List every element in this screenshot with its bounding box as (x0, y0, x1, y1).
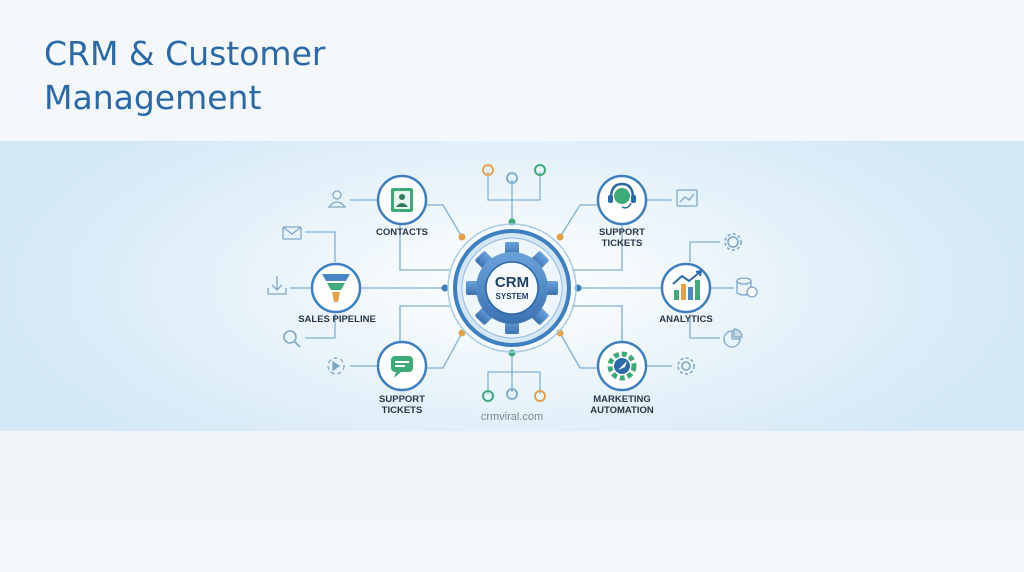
pie-chart-icon (723, 328, 743, 348)
connector-lines (290, 172, 734, 394)
funnel-icon (322, 274, 350, 302)
label-contacts: CONTACTS (376, 227, 428, 238)
line-contacts-hub (425, 204, 463, 238)
chart-icon (676, 189, 698, 207)
node-analytics: ANALYTICS (659, 262, 713, 325)
label-marketing-1: MARKETING (593, 394, 651, 405)
line-support-bottom-hub (425, 332, 463, 369)
settings-gear-icon (724, 233, 742, 251)
gear-rocket-icon (607, 351, 637, 381)
bottom-area (0, 431, 1024, 572)
label-support-top-2: TICKETS (602, 238, 643, 249)
node-support-tickets-top: SUPPORT TICKETS (596, 174, 648, 249)
sync-icon (327, 357, 345, 375)
label-support-bottom-2: TICKETS (382, 405, 423, 416)
node-contacts: CONTACTS (376, 174, 428, 238)
gear-icon-small (677, 357, 695, 375)
node-marketing-automation: MARKETING AUTOMATION (590, 340, 654, 416)
line-marketing-hub-2 (572, 305, 623, 345)
title-line-1: CRM & Customer (44, 34, 326, 73)
hub-label-1: CRM (495, 274, 529, 291)
line-contacts-hub-2 (399, 225, 450, 271)
label-analytics: ANALYTICS (659, 314, 713, 325)
node-support-tickets-bottom: SUPPORT TICKETS (376, 340, 428, 416)
mail-icon (282, 226, 302, 240)
bar-chart-icon (672, 269, 703, 300)
label-marketing-2: AUTOMATION (590, 405, 654, 416)
download-tray-icon (267, 276, 287, 295)
gear-icon (466, 242, 558, 334)
line-support-top-hub (559, 204, 598, 238)
page-title: CRM & Customer Management (44, 32, 325, 120)
label-support-top-1: SUPPORT (599, 227, 645, 238)
title-line-2: Management (44, 78, 262, 117)
address-book-icon (391, 188, 413, 212)
database-coin-icon (736, 277, 758, 298)
hub-label-2: SYSTEM (496, 292, 529, 301)
crm-hub: CRM SYSTEM (447, 223, 577, 353)
node-sales-pipeline: SALES PIPELINE (298, 262, 376, 325)
chat-headset-icon (391, 356, 413, 378)
line-marketing-hub (559, 332, 598, 369)
search-icon (283, 330, 301, 348)
user-icon (327, 190, 347, 208)
headset-icon (608, 182, 636, 209)
line-support-top-hub-2 (572, 225, 623, 271)
label-sales-pipeline: SALES PIPELINE (298, 314, 376, 325)
line-support-bottom-hub-2 (399, 305, 450, 345)
label-support-bottom-1: SUPPORT (379, 394, 425, 405)
footer-credit: crmviral.com (481, 411, 543, 423)
